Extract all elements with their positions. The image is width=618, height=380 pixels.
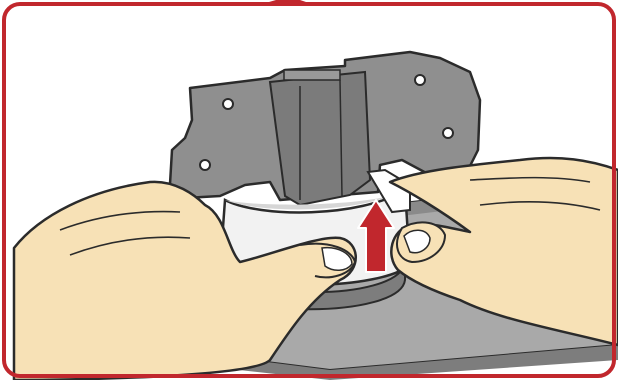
illustration-frame (0, 0, 618, 380)
stand-assembly-illustration (0, 0, 618, 380)
